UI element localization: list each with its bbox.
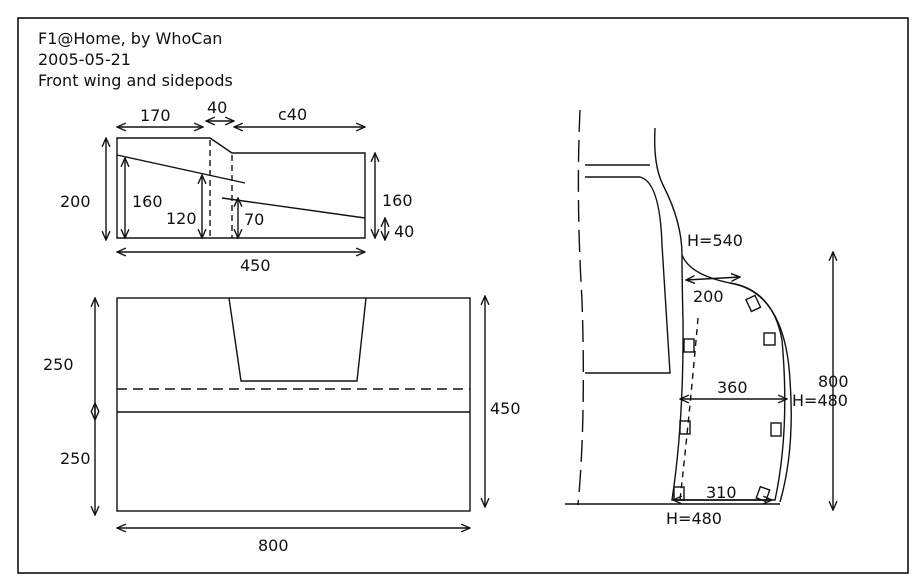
sidepod-block <box>683 338 695 353</box>
sidepod-block <box>770 422 782 437</box>
cockpit-opening <box>585 176 671 374</box>
sidepod-block <box>745 294 762 313</box>
wing-element-line-upper <box>116 154 246 184</box>
drawing-date: 2005-05-21 <box>38 50 131 69</box>
centerline <box>577 109 585 506</box>
front-wing-side-outline <box>116 137 366 239</box>
label-h-top: H=540 <box>687 231 743 250</box>
dim-label-right: 450 <box>490 399 521 418</box>
label-length: 800 <box>818 372 849 391</box>
drawing-subtitle: Front wing and sidepods <box>38 71 233 90</box>
dim-label-top-mid: 40 <box>207 98 227 117</box>
dim-label-bottom: 450 <box>240 256 271 275</box>
front-wing-side-view <box>106 121 385 252</box>
body-edge <box>653 127 683 256</box>
dim-label-left-inner: 160 <box>132 192 163 211</box>
label-h-bottom: H=480 <box>666 509 722 528</box>
dashed-line <box>679 317 699 501</box>
wing-element-line-lower <box>221 197 366 219</box>
dim-label-right-small: 40 <box>394 222 414 241</box>
sidepod-block <box>755 485 771 503</box>
sidepod-block <box>673 486 685 501</box>
dimension-line <box>686 277 740 280</box>
dim-label-bottom: 800 <box>258 536 289 555</box>
label-width-top: 200 <box>693 287 724 306</box>
nose-cutout <box>228 297 367 382</box>
label-width-bottom: 310 <box>706 483 737 502</box>
sheet-border <box>17 17 909 574</box>
label-width-mid: 360 <box>717 378 748 397</box>
sidepod-block <box>763 332 776 346</box>
dim-label-left-lower: 250 <box>60 449 91 468</box>
dim-label-inner-a: 120 <box>166 209 197 228</box>
front-wing-top-view <box>95 296 485 528</box>
dim-label-left-outer: 200 <box>60 192 91 211</box>
dim-label-left-upper: 250 <box>43 355 74 374</box>
dim-label-right-outer: 160 <box>382 191 413 210</box>
drawing-header: F1@Home, by WhoCan 2005-05-21 Front wing… <box>38 28 233 91</box>
sidepod-block <box>679 420 691 435</box>
dim-label-top-left: 170 <box>140 106 171 125</box>
front-wing-top-outline <box>116 297 471 512</box>
sidepod-outer-edge <box>729 282 792 503</box>
dim-label-top-right: c40 <box>278 105 307 124</box>
sidepod-view <box>565 109 833 510</box>
dim-label-inner-b: 70 <box>244 210 264 229</box>
drawing-title: F1@Home, by WhoCan <box>38 29 223 48</box>
label-h-side: H=480 <box>792 391 848 410</box>
